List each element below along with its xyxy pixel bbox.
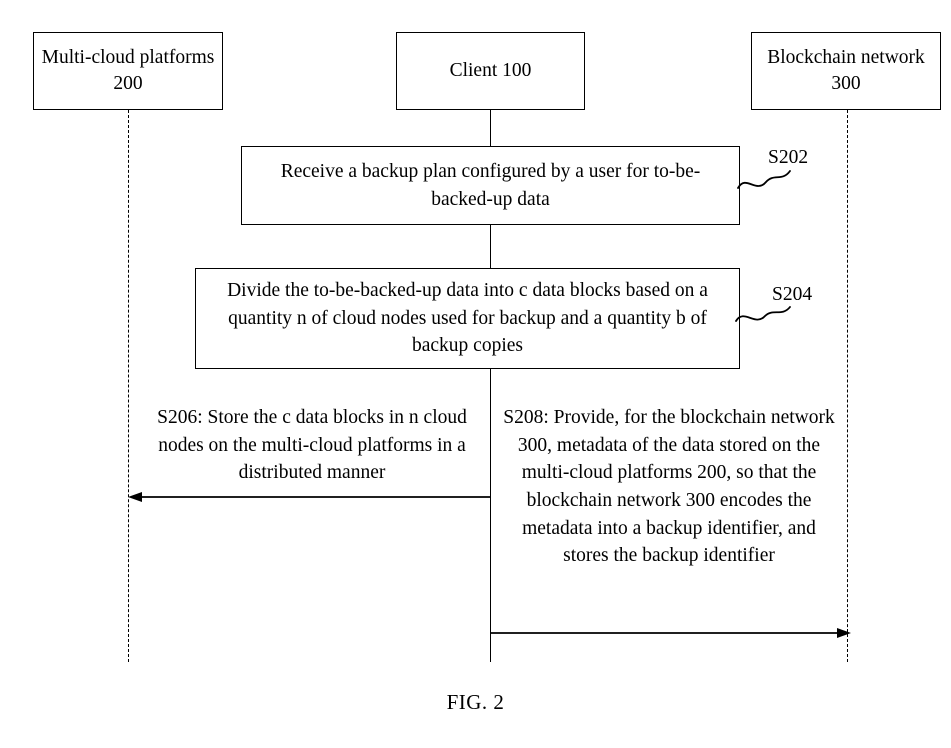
- actor-label-client: Client 100: [449, 59, 532, 81]
- actor-label-multi-cloud-platforms: Multi-cloud platforms 200: [41, 46, 215, 94]
- step-tag-s204: S204: [772, 284, 813, 305]
- squiggle-connector-s202: [736, 168, 792, 194]
- step-box-s202: Receive a backup plan configured by a us…: [241, 146, 740, 225]
- message-label-s208: S208: Provide, for the blockchain networ…: [499, 404, 839, 570]
- message-label-s206: S206: Store the c data blocks in n cloud…: [137, 404, 487, 487]
- lifeline-client-segment-bottom: [490, 369, 491, 662]
- actor-box-client: Client 100: [396, 32, 585, 110]
- figure-caption: FIG. 2: [446, 690, 505, 714]
- message-arrow-s208: [488, 626, 855, 640]
- step-box-s204: Divide the to-be-backed-up data into c d…: [195, 268, 740, 369]
- message-text-s206: S206: Store the c data blocks in n cloud…: [157, 407, 467, 484]
- actor-box-multi-cloud-platforms: Multi-cloud platforms 200: [33, 32, 223, 110]
- actor-label-blockchain-network: Blockchain network 300: [767, 46, 925, 94]
- message-text-s208: S208: Provide, for the blockchain networ…: [503, 407, 835, 567]
- message-arrow-s206: [124, 490, 494, 504]
- lifeline-multi-cloud-platforms: [128, 110, 129, 662]
- step-tag-s202: S202: [768, 147, 809, 168]
- lifeline-client-segment-top: [490, 110, 491, 146]
- step-text-s202: Receive a backup plan configured by a us…: [280, 160, 701, 210]
- step-text-s204: Divide the to-be-backed-up data into c d…: [227, 279, 708, 357]
- squiggle-connector-s204: [734, 305, 792, 331]
- lifeline-blockchain-network: [847, 110, 848, 662]
- lifeline-client-segment-mid: [490, 225, 491, 268]
- actor-box-blockchain-network: Blockchain network 300: [751, 32, 941, 110]
